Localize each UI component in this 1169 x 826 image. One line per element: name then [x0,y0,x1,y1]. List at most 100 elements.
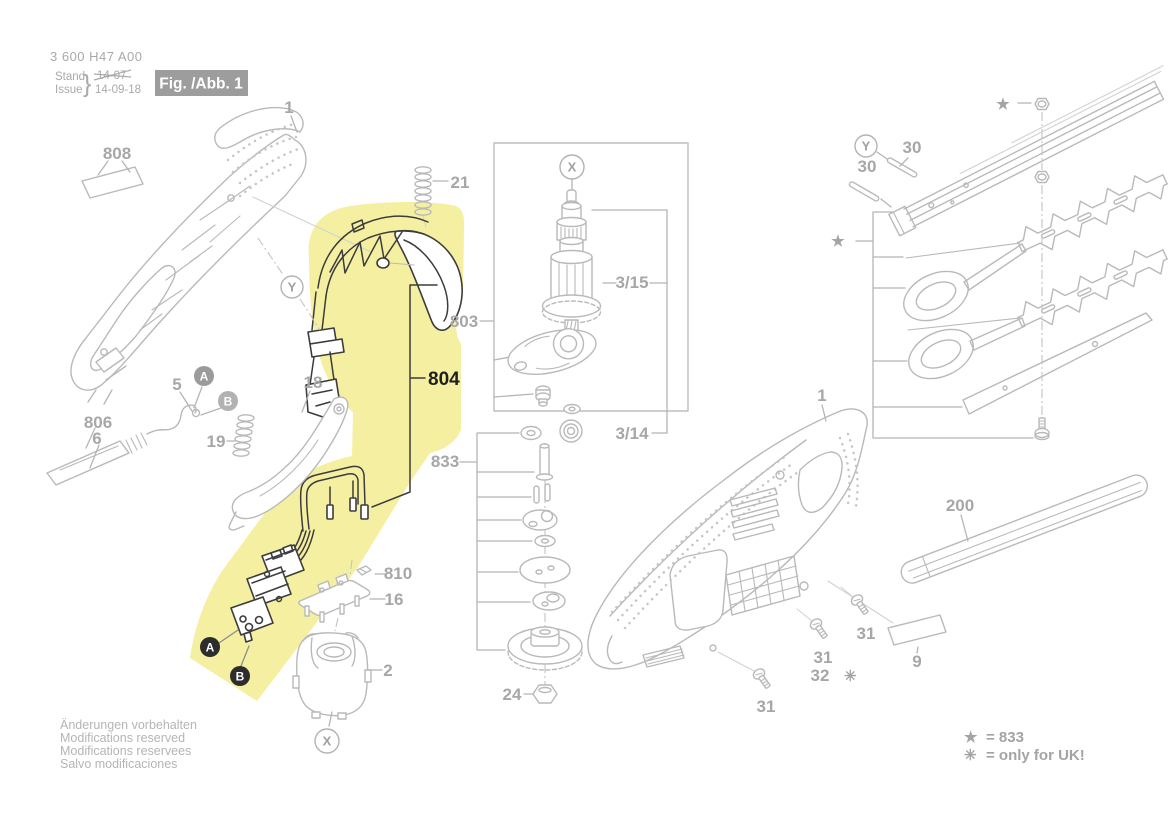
legend-asterisk-icon: ✳ [964,747,977,764]
stand-label: Stand [55,71,85,83]
gearbox-803-group: 803 X [450,142,689,415]
washer-drawing [534,534,556,548]
cable-drawing [46,386,222,486]
issue-label: Issue [55,84,83,96]
gear-wheel-drawing [507,626,583,671]
part-label-31-mid: 31 [814,648,833,667]
sticker-9-drawing [887,614,947,654]
figure-box: Fig. /Abb. 1 [155,70,248,96]
part-label-30-first: 30 [903,138,922,157]
screw-31-mid-drawing [809,618,828,639]
part-label-803: 803 [450,312,478,331]
legend-star-text: = 833 [986,729,1024,746]
pin-30-second-drawing [848,181,880,202]
vent-grid [725,555,801,616]
lever-18-drawing [228,390,349,531]
footer-line-de: Änderungen vorbehalten [60,718,197,732]
armature-drawing [541,189,602,340]
footer-legal: Änderungen vorbehalten Modifications res… [60,718,197,771]
cam-disc-drawing [532,591,566,611]
part-label-3-15: 3/15 [615,273,648,292]
part-label-24: 24 [503,685,522,704]
part-label-housing-left: 1 [284,98,293,117]
part-label-200: 200 [946,496,974,515]
part-label-2: 2 [383,661,392,680]
legend: ★ = 833 ✳ = only for UK! [964,729,1085,764]
marker-a-gray: A [200,370,209,384]
label-804-group: 804 [371,284,460,508]
part-label-18: 18 [304,373,323,392]
part-label-32: 32 [811,666,830,685]
legend-asterisk-text: = only for UK! [986,747,1085,764]
part-label-housing-right: 1 [817,386,826,405]
pin-drawing [533,485,540,504]
brush-plate-16-drawing [298,573,386,623]
marker-y-right: Y [862,139,871,154]
housing-right-drawing [587,404,894,673]
marker-y-right-group: Y [854,134,878,158]
part-label-30-second: 30 [858,157,877,176]
part-label-16: 16 [385,590,404,609]
legend-star-icon: ★ [964,729,978,746]
marker-y-left: Y [288,280,297,295]
marker-x-top: X [568,160,577,175]
marker-x-bottom-group: X [314,728,340,754]
marker-b-gray-badge: B [218,391,238,411]
footer-line-fr: Modifications reservees [60,744,191,758]
part-label-833: 833 [431,452,459,471]
marker-x-bottom: X [323,734,332,749]
header: 3 600 H47 A00 Stand Issue } 14-07 14-09-… [50,49,248,98]
marker-a-gray-badge: A [194,366,214,386]
part-label-31-left: 31 [757,697,776,716]
blade-assembly-drawing: Y [848,65,1168,441]
blade-upper-drawing [903,174,1168,322]
marker-a-dark-badge: A [200,637,220,657]
switch-assembly-drawing [218,465,369,667]
bolt-drawing [1034,417,1050,441]
part-label-9: 9 [912,652,921,671]
bearing-3-14-drawing [559,419,583,443]
footer-line-en: Modifications reserved [60,731,185,745]
part-label-810: 810 [384,564,412,583]
marker-y-left-group: Y [257,237,321,331]
gear-set-833-group: 833 [431,432,583,704]
clip-810-drawing [356,565,387,576]
spring-19-drawing [226,414,255,457]
nut-drawing-mid [1034,170,1050,184]
housing-left-drawing [70,106,372,405]
bolt-washer-drawing [535,385,581,415]
star-icon: ★ [831,233,845,250]
part-label-3-14: 3/14 [615,424,649,443]
part-label-6: 6 [92,429,101,448]
blade-lower-drawing [907,249,1168,380]
washer-3-14 [520,425,542,441]
brace-glyph: } [83,70,91,98]
part-label-21: 21 [451,173,470,192]
marker-a-dark: A [206,641,215,655]
screw-31-right-drawing [850,594,869,615]
stator-2-drawing [292,632,383,727]
nut-drawing-top [1034,97,1050,111]
spindle-drawing [539,445,550,477]
marker-b-dark-badge: B [230,666,250,686]
part-code: 3 600 H47 A00 [50,49,143,64]
cam-plate-drawing [507,328,597,375]
part-label-806: 806 [84,413,112,432]
disc-drawing [519,556,571,584]
part-label-31-right: 31 [857,624,876,643]
marker-b-dark: B [236,670,245,684]
support-bar-drawing [962,312,1153,415]
marker-x-top-circle [559,154,585,180]
sticker-808-drawing [81,160,144,199]
figure-label: Fig. /Abb. 1 [159,76,243,93]
foot-grille [642,645,685,668]
pin-drawing [544,483,551,502]
part-label-19: 19 [207,432,226,451]
sheath-200-drawing [900,474,1149,584]
marker-b-gray: B [224,395,233,409]
pin-30-first-drawing [886,157,918,178]
footer-line-es: Salvo modificaciones [60,757,177,771]
asterisk-icon: ✳ [844,668,857,685]
